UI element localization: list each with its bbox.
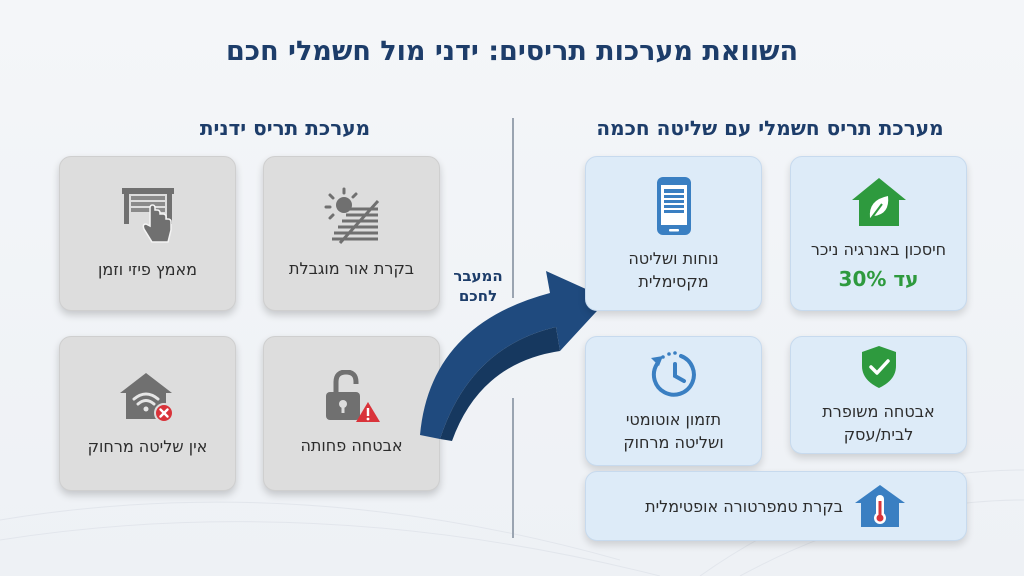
smart-card-energy-value: עד 30%	[838, 267, 919, 291]
transition-label: המעבר לחכם	[441, 266, 515, 306]
manual-heading: מערכת תריס ידנית	[199, 116, 371, 140]
smart-heading: מערכת תריס חשמלי עם שליטה חכמה	[596, 116, 944, 140]
manual-card-effort: מאמץ פיזי וזמן	[59, 156, 236, 311]
smart-card-schedule: תזמון אוטומטי ושליטה מרחוק	[585, 336, 762, 466]
smart-card-comfort: נוחות ושליטה מקסימלית	[585, 156, 762, 311]
sun-blinds-icon	[324, 187, 379, 245]
smart-card-comfort-label: נוחות ושליטה מקסימלית	[628, 248, 719, 291]
unlocked-padlock-warning-icon	[325, 370, 380, 422]
transition-arrow	[420, 271, 608, 441]
column-divider-top	[512, 118, 514, 298]
smart-card-security-label: אבטחה משופרת לבית/עסק	[822, 402, 935, 444]
manual-card-security-label: אבטחה פחותה	[300, 436, 403, 455]
shield-check-icon	[861, 346, 896, 388]
eco-house-leaf-icon	[851, 178, 906, 226]
smart-card-temperature: בקרת טמפרטורה אופטימלית	[585, 471, 967, 541]
house-thermometer-icon	[854, 485, 905, 527]
manual-card-effort-label: מאמץ פיזי וזמן	[97, 260, 198, 279]
manual-card-light: בקרת אור מוגבלת	[263, 156, 440, 311]
smart-card-temperature-label: בקרת טמפרטורה אופטימלית	[645, 496, 843, 516]
page-title: השוואת מערכות תריסים: ידני מול חשמלי חכם	[225, 36, 799, 67]
house-wifi-off-icon	[119, 373, 174, 423]
transition-line-1: המעבר	[453, 267, 503, 285]
manual-card-security: אבטחה פחותה	[263, 336, 440, 491]
column-divider-bottom	[512, 398, 514, 538]
smart-card-security: אבטחה משופרת לבית/עסק	[790, 336, 967, 454]
smart-card-energy: חיסכון באנרגיה ניכר עד 30%	[790, 156, 967, 311]
hand-shutter-icon	[121, 188, 174, 243]
smart-card-schedule-label: תזמון אוטומטי ושליטה מרחוק	[623, 410, 724, 452]
clock-timer-icon	[650, 351, 696, 397]
smart-card-energy-label: חיסכון באנרגיה ניכר	[810, 240, 947, 259]
smartphone-shutter-icon	[656, 176, 691, 235]
manual-card-remote: אין שליטה מרחוק	[59, 336, 236, 491]
manual-card-light-label: בקרת אור מוגבלת	[288, 259, 415, 278]
manual-card-remote-label: אין שליטה מרחוק	[87, 437, 208, 456]
transition-line-2: לחכם	[458, 287, 498, 305]
